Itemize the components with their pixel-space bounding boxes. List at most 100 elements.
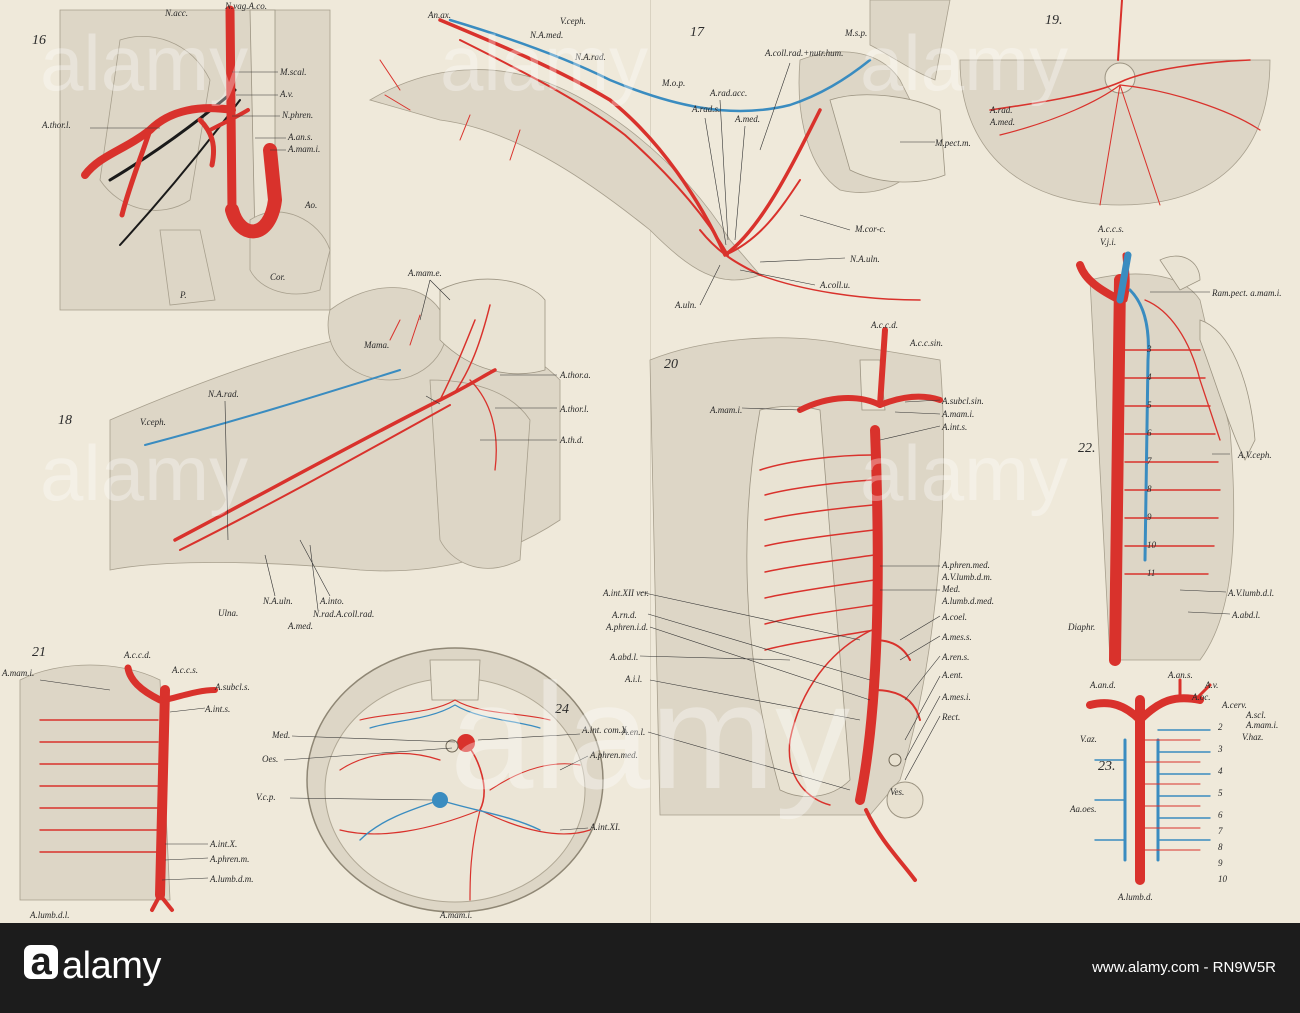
intercostal-arteries [759,454,875,651]
label: A.med. [287,621,313,631]
label: Ao. [304,200,317,210]
figure-21: 21 A.c.c.d. A.c.c.s. A.mam.i. A.subcl.s.… [1,645,254,920]
label: A.int.X. [209,839,237,849]
label: A.med. [989,117,1015,127]
label: A.thor.l. [41,120,71,130]
figure-number: 24 [555,702,569,717]
figure-number: 17 [690,25,705,40]
watermark-overlay: alamy alamy alamy alamy alamy [40,19,1068,517]
label: Oes. [262,754,278,764]
label: V.j.i. [1100,237,1116,247]
figure-16: 16 N.vag.A.co. N.acc. M.scal. A.v. A.tho… [32,1,331,311]
label: V.ceph. [140,417,166,427]
label: A.phren.med. [589,750,638,760]
intercostal-arteries [39,719,159,853]
label: A.c.c.sin. [909,338,943,348]
figure-23: 2 3 4 5 6 7 8 9 10 23. A.an.d. A.an.s. A… [1069,670,1278,902]
figure-20: 20 A.c.c.d. A.c.c.sin. A.mam.i. A.subcl.… [602,320,994,882]
label: A.mam.e. [407,268,442,278]
figure-number: 16 [32,33,46,48]
label: Med. [941,584,960,594]
label: Med. [271,730,290,740]
label: V.ceph. [560,16,586,26]
rib-number: 3 [1217,744,1223,754]
figure-19: 19. A.rad. A.med. [959,0,1271,206]
label: Ulna. [218,608,238,618]
figure-22: 3 4 5 6 7 8 9 10 11 22. A.c.c.s. V.j.i. … [1067,224,1282,666]
label: A.i.l. [624,674,642,684]
rib-arteries [1124,349,1221,575]
label: A.oc. [1191,692,1211,702]
label: A.mam.i. [287,144,320,154]
label: A.ent. [941,670,963,680]
intercostal-vessels [1094,729,1211,851]
rib-number: 8 [1218,842,1223,852]
plate-illustration: 16 N.vag.A.co. N.acc. M.scal. A.v. A.tho… [1,0,1282,923]
svg-text:alamy: alamy [860,19,1068,107]
label: A.rad. [989,105,1013,115]
label: V.haz. [1242,732,1263,742]
label: A.mam.i. [1245,720,1278,730]
label: A.coel. [941,612,967,622]
figure-24: 24 Med. Oes. V.c.p. A.int. com.X. A.phre… [256,647,638,920]
rib-number: 9 [1218,858,1223,868]
label: Diaphr. [1067,622,1095,632]
label: Ram.pect. a.mam.i. [1211,288,1282,298]
label: Rect. [941,712,960,722]
label: A.rad.acc. [709,88,747,98]
rib-number: 8 [1147,484,1152,494]
label: Aa.oes. [1069,804,1097,814]
label: A.c.c.s. [1097,224,1124,234]
figure-number: 20 [664,357,678,372]
label: A.subcl.s. [214,682,250,692]
rib-number: 4 [1147,372,1152,382]
label: V.c.p. [256,792,276,802]
label: A.thor.l. [559,404,589,414]
label: Mama. [363,340,389,350]
figure-number: 22. [1078,441,1096,456]
label: A.phren.m. [209,854,249,864]
label: A.int.s. [204,704,230,714]
rib-number: 3 [1146,344,1152,354]
figure-number: 23. [1098,759,1116,774]
rib-number: 11 [1147,568,1155,578]
label: M.pect.m. [934,138,971,148]
label: A.rad.s. [691,104,720,114]
label: A.rn.d. [611,610,637,620]
label: N.acc. [164,8,188,18]
label: N.rad.A.coll.rad. [312,609,374,619]
label: Ves. [890,787,904,797]
rib-number: 5 [1147,400,1152,410]
label: N.A.med. [529,30,563,40]
rib-number: 6 [1147,428,1152,438]
label: A.into. [319,596,344,606]
label: N.A.uln. [849,254,880,264]
label: A.mam.i. [709,405,742,415]
label: A.cerv. [1221,700,1247,710]
label: A.phren.i.d. [605,622,648,632]
label: A.en.l. [621,727,645,737]
rib-number: 2 [1218,722,1223,732]
label: A.thor.a. [559,370,591,380]
rib-number: 10 [1218,874,1228,884]
label: M.scal. [279,67,307,77]
svg-text:alamy: alamy [860,429,1068,517]
label: A.abd.l. [1231,610,1260,620]
label: A.int.s. [941,422,967,432]
label: A.scl. [1245,710,1266,720]
label: A.coll.rad.+nutr.hum. [764,48,843,58]
label: A.mam.i. [1,668,34,678]
label: A.th.d. [559,435,584,445]
figure-17: 17 An.ax. V.ceph. N.A.med. N.A.rad. A.co… [369,0,971,310]
label: M.s.p. [844,28,867,38]
label: An.ax. [427,10,451,20]
label: A.mam.i. [439,910,472,920]
stock-image-id: www.alamy.com - RN9W5R [1092,959,1276,976]
label: A.med. [734,114,760,124]
rib-number: 10 [1147,540,1157,550]
alamy-a-icon: a [24,943,58,981]
label: A.c.c.s. [171,665,198,675]
svg-text:alamy: alamy [440,19,648,107]
